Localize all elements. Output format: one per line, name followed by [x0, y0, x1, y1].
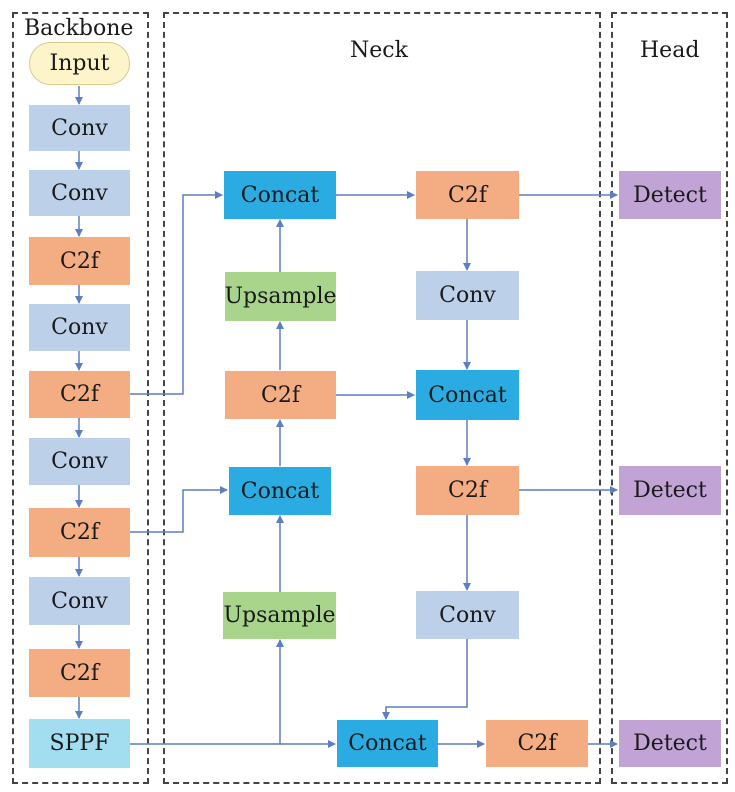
backbone-conv-4: Conv [29, 438, 130, 485]
neck-region [163, 12, 601, 784]
neck-conv-2: Conv [416, 591, 519, 639]
neck-conv-1: Conv [416, 271, 519, 320]
neck-title: Neck [350, 38, 408, 63]
neck-c2f-1: C2f [225, 371, 336, 419]
backbone-conv-2: Conv [29, 170, 130, 216]
backbone-region [12, 12, 149, 784]
neck-upsample-2: Upsample [223, 592, 336, 639]
neck-c2f-3: C2f [416, 171, 519, 219]
neck-concat-1: Concat [224, 171, 336, 219]
backbone-c2f-4: C2f [29, 649, 130, 697]
neck-concat-4: Concat [337, 720, 438, 767]
edge-bc2f3-concat2 [130, 486, 228, 533]
neck-upsample-1: Upsample [224, 272, 337, 321]
backbone-c2f-3: C2f [29, 508, 130, 557]
head-title: Head [640, 38, 700, 63]
backbone-c2f-1: C2f [29, 237, 130, 285]
backbone-c2f-2: C2f [29, 371, 130, 418]
edge-conv2-concat4 [382, 639, 468, 720]
neck-concat-3: Concat [416, 370, 519, 420]
backbone-title: Backbone [24, 16, 134, 41]
backbone-conv-3: Conv [29, 304, 130, 351]
edge-bc2f2-concat1 [130, 191, 223, 395]
head-region [611, 12, 728, 784]
sppf-node: SPPF [29, 719, 130, 768]
detect-3: Detect [619, 720, 721, 767]
detect-2: Detect [619, 466, 721, 515]
detect-1: Detect [619, 171, 721, 219]
backbone-conv-5: Conv [29, 577, 130, 625]
edge-sppf-upsample2 [130, 639, 284, 745]
input-node: Input [29, 42, 130, 85]
backbone-conv-1: Conv [29, 105, 130, 151]
neck-c2f-5: C2f [486, 720, 588, 767]
neck-c2f-4: C2f [416, 466, 519, 515]
neck-concat-2: Concat [229, 467, 331, 515]
